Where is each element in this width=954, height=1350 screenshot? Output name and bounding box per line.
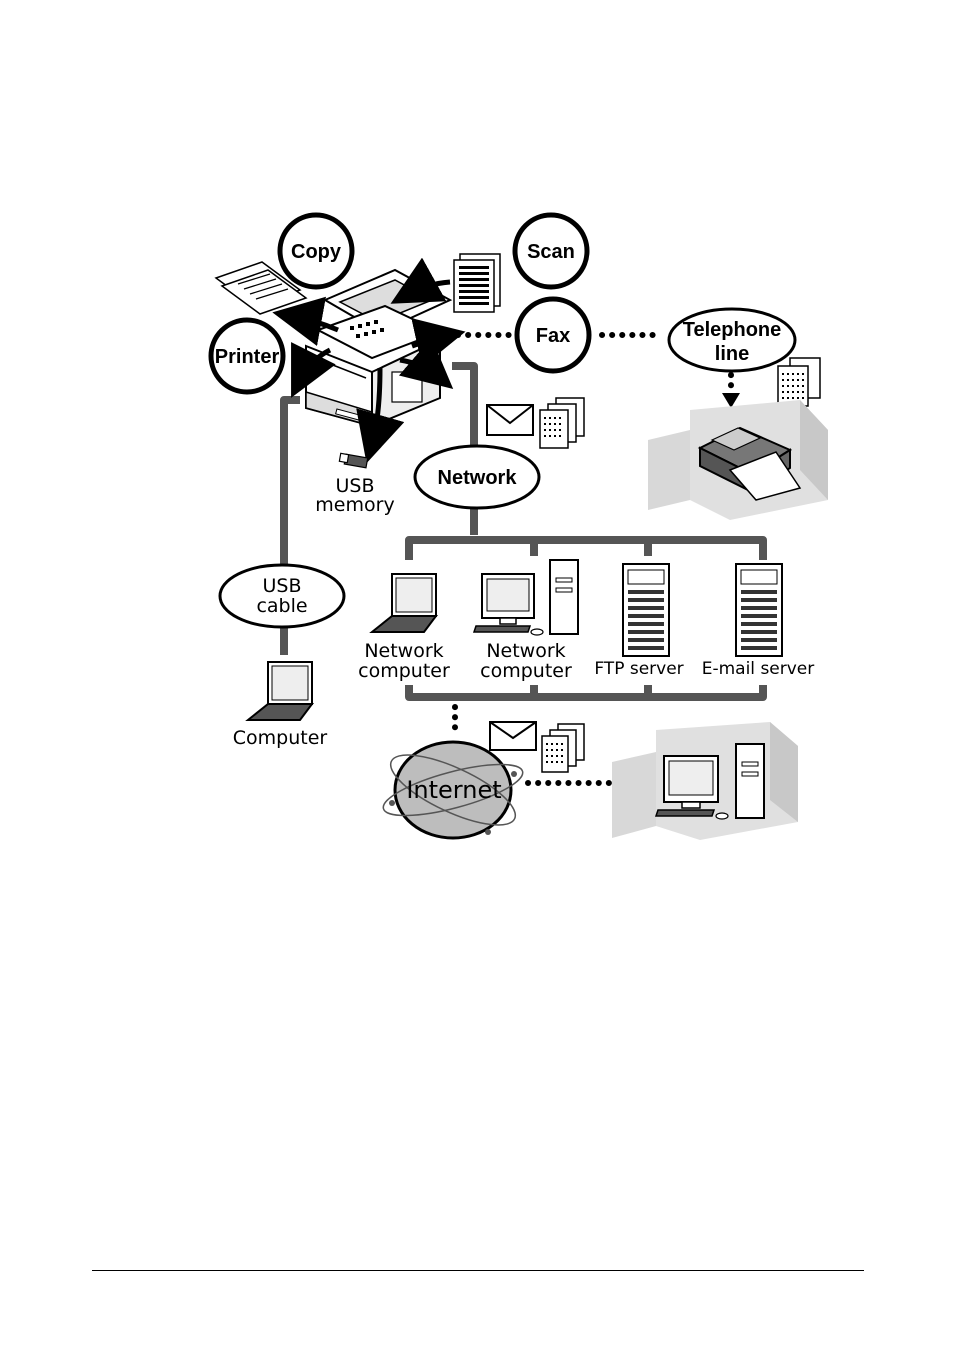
telephone-line-label-2: line <box>715 343 749 365</box>
internet-email-icon <box>490 722 536 750</box>
fax-pages <box>778 358 820 406</box>
copy-bubble: Copy <box>280 215 352 287</box>
ftp-server-icon <box>623 564 669 656</box>
network-label: Network <box>438 467 518 489</box>
local-laptop <box>248 662 312 720</box>
network-email-icon <box>487 405 533 435</box>
copy-label: Copy <box>291 241 342 263</box>
footer-rule <box>92 1270 864 1271</box>
internet-globe: Internet <box>379 741 527 838</box>
network-computer-1-label-1: Network <box>364 640 443 662</box>
network-pages <box>540 398 584 448</box>
usb-cable-bubble: USB cable <box>220 565 344 627</box>
email-server-icon <box>736 564 782 656</box>
scan-document <box>454 254 500 312</box>
printer-network-line <box>452 366 474 448</box>
remote-fax-scene <box>648 400 828 520</box>
printer-label: Printer <box>215 346 280 368</box>
scan-bubble: Scan <box>515 215 587 287</box>
network-bubble: Network <box>415 446 539 508</box>
usb-cable-label-2: cable <box>256 595 307 617</box>
network-desktop <box>474 560 578 635</box>
fax-bubble: Fax <box>517 299 589 371</box>
network-laptop <box>372 574 436 632</box>
dotted-links <box>455 335 731 783</box>
telephone-line-bubble: Telephone line <box>669 309 795 371</box>
fax-label: Fax <box>536 325 570 347</box>
printer-bubble: Printer <box>211 320 283 392</box>
lan-bus-top <box>409 540 763 560</box>
usb-memory-label-2: memory <box>315 494 394 516</box>
internet-label: Internet <box>406 776 501 804</box>
usb-cable-line <box>284 400 300 570</box>
internet-pages <box>542 724 584 772</box>
ftp-server-label: FTP server <box>594 659 683 679</box>
network-computer-1-label-2: computer <box>358 660 450 682</box>
telephone-line-label-1: Telephone <box>683 319 782 341</box>
usb-memory-icon <box>339 453 367 467</box>
copy-arrow <box>292 316 338 330</box>
email-server-label: E-mail server <box>702 659 815 679</box>
scan-label: Scan <box>527 241 575 263</box>
remote-computer-scene <box>612 722 798 840</box>
network-computer-2-label-2: computer <box>480 660 572 682</box>
usb-cable-label-1: USB <box>262 575 301 597</box>
computer-label: Computer <box>233 727 328 749</box>
network-computer-2-label-1: Network <box>486 640 565 662</box>
lan-bus-bottom <box>409 685 763 697</box>
